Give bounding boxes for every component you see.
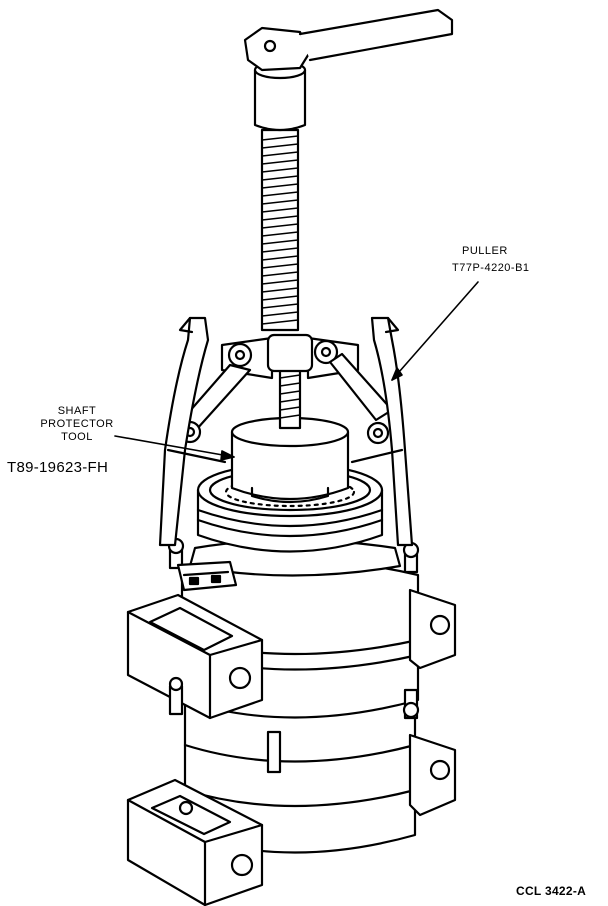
puller-part-number: T77P-4220-B1 — [452, 262, 530, 275]
shaft-protector-line3: TOOL — [61, 431, 93, 443]
leader-lines — [114, 281, 479, 461]
puller-assembly — [158, 316, 414, 547]
shaft-protector-part-number: T89-19623-FH — [7, 459, 109, 476]
ratchet-wrench — [243, 8, 454, 132]
electrical-connector — [176, 560, 238, 592]
shaft-protector-tool — [230, 416, 350, 504]
puller-label-line2: T77P-4220-B1 — [452, 262, 530, 274]
shaft-protector-line2: PROTECTOR — [40, 418, 114, 430]
forcing-screw — [260, 128, 302, 430]
puller-label: PULLER — [462, 245, 508, 258]
shaft-protector-label: SHAFT PROTECTOR TOOL — [38, 405, 116, 444]
puller-label-line1: PULLER — [462, 245, 508, 257]
shaft-protector-line1: SHAFT — [57, 405, 97, 417]
mounting-bosses — [126, 588, 457, 906]
figure-code: CCL 3422-A — [516, 884, 587, 898]
